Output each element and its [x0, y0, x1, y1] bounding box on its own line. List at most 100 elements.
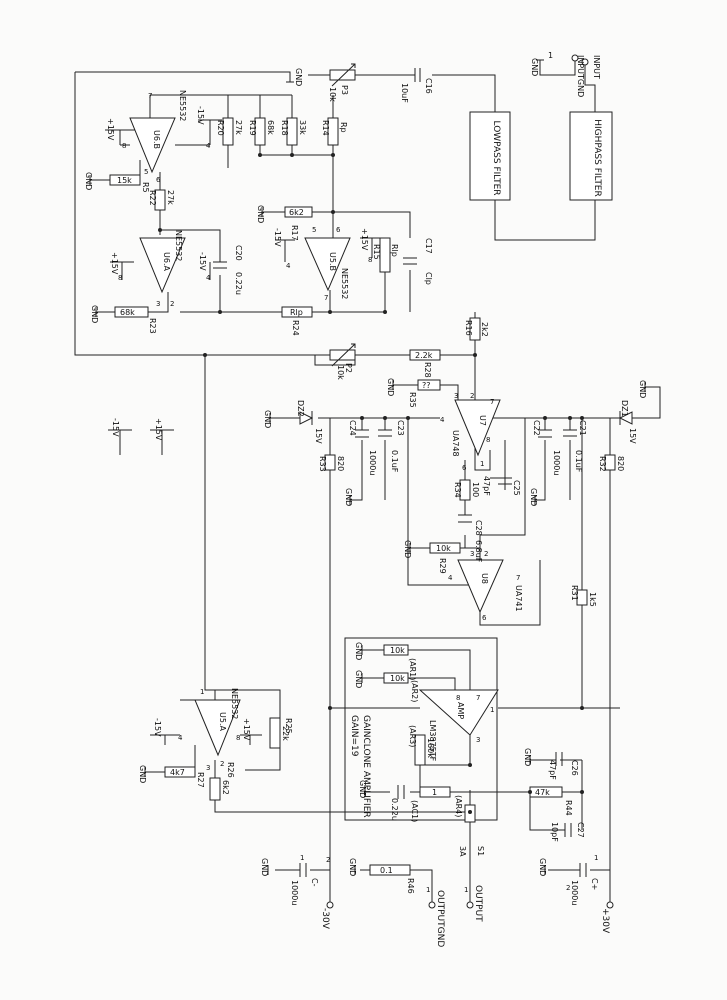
pin-number: 7 [516, 574, 520, 582]
capacitor-c25 [498, 477, 512, 485]
output-gnd-terminal [428, 901, 436, 909]
plus30-terminal [606, 901, 614, 909]
c20-value: 0.22u [234, 272, 243, 295]
r18-label: R18 [280, 120, 289, 136]
r29-label: R29 [438, 558, 447, 574]
gnd-text: GND [263, 410, 272, 428]
r20-value: 27k [234, 120, 243, 135]
gnd-text: GND [260, 858, 269, 876]
capacitor-c22 [538, 429, 552, 438]
resistor-ar1 [383, 644, 409, 656]
cplus-label: C+ [590, 878, 599, 890]
u6a-minus15: -15V [198, 252, 207, 271]
pin-number: 8 [486, 436, 490, 444]
pin-number: 6 [482, 614, 487, 622]
gnd-text: GND [538, 858, 547, 876]
power-plus-icon [150, 429, 174, 455]
pin-number: 3 [476, 736, 480, 744]
r19-label: R19 [248, 120, 257, 136]
input-gnd-terminal [571, 54, 579, 62]
resistor-r20 [222, 117, 234, 146]
opamp-u6b: U6.B NE5532 [129, 90, 187, 174]
resistor-r28 [409, 349, 441, 361]
u6b-part: NE5532 [178, 90, 187, 121]
r31-value: 1k5 [588, 592, 597, 607]
gnd-text: GND [403, 540, 412, 558]
u7-label: U7 [478, 415, 487, 426]
gnd-icon [529, 755, 556, 765]
r46-value: 0.1 [380, 866, 393, 875]
pin-number: 8 [122, 142, 126, 150]
output-terminal [466, 901, 474, 909]
gnd-icon [89, 175, 110, 185]
opamp-u8: U8 UA741 [457, 559, 523, 614]
capacitor-c21 [563, 429, 577, 437]
pin-number: 7 [490, 398, 494, 406]
gainclone-outline [344, 637, 498, 821]
highpass-label: HIGHPASS FILTER [592, 119, 602, 197]
p3-value: 10k [328, 87, 337, 102]
u6b-plus15: +15V [106, 118, 115, 141]
opamp-u6a: U6.A NE5532 [139, 230, 186, 294]
gnd-icon [269, 413, 280, 423]
resistor-r31 [576, 589, 588, 606]
r16-label: R16 [464, 320, 473, 336]
pin-number: 1 [426, 886, 430, 894]
resistor-r15 [379, 237, 391, 273]
u6b-minus15: -15V [196, 106, 205, 125]
resistor-r14 [327, 117, 339, 146]
r23-label: R23 [148, 318, 157, 334]
c23-value: 0.1uF [390, 450, 399, 473]
r27-value: 4k7 [170, 768, 185, 777]
r33-value: 820 [336, 456, 345, 471]
power-plus-icon [110, 261, 134, 280]
input-label: INPUT [592, 55, 601, 79]
gnd-text: GND [90, 305, 99, 323]
pin-numbers: 7 8 4 6 5 8 4 3 2 5 6 4 8 7 3 2 4 7 8 1 … [118, 92, 598, 894]
c28-label: C28 [474, 520, 483, 536]
c27-label: C27 [576, 822, 585, 838]
rail-minus15: -15V [111, 418, 120, 437]
gnd-icon [361, 645, 370, 655]
pin-number: 4 [286, 262, 291, 270]
c26-value: 47pF [548, 760, 557, 780]
highpass-filter-block: HIGHPASS FILTER [569, 111, 613, 201]
c28-value: 6.8uF [474, 540, 483, 563]
pin-number: 3 [156, 300, 160, 308]
r24-label: R24 [291, 320, 300, 336]
pin-number: 7 [148, 92, 152, 100]
gnd-text: GND [344, 488, 353, 506]
capacitor-c16 [414, 68, 421, 82]
pin-number: 1 [200, 688, 204, 696]
r15-value: Rlp [390, 244, 399, 257]
wires [74, 60, 620, 905]
gnd-text: GND [358, 780, 367, 798]
lowpass-label: LOWPASS FILTER [491, 120, 501, 195]
junction-dots [158, 153, 584, 814]
resistor-r24 [281, 306, 313, 318]
pin-number: 2 [220, 760, 224, 768]
gnd-text: GND [523, 748, 532, 766]
r25-label: R25 [284, 718, 293, 734]
r32-value: 820 [616, 456, 625, 471]
gnd-text: GND [354, 642, 363, 660]
gnd-icon [536, 59, 544, 70]
pin-number: 3 [454, 392, 458, 400]
c16-value: 10uF [400, 83, 409, 103]
resistor-r18 [286, 117, 298, 146]
c25-label: C25 [512, 480, 521, 496]
pin-number: 6 [462, 464, 467, 472]
plus30-label: +30V [600, 908, 610, 934]
u8-label: U8 [480, 573, 489, 584]
r32-label: R32 [598, 456, 607, 472]
u5a-minus15: -15V [153, 718, 162, 737]
gnd-icon [409, 543, 430, 553]
r44-value: 47k [535, 788, 550, 797]
s1-label: S1 [476, 846, 485, 856]
r20-label: R20 [216, 120, 225, 136]
dz1-label: DZ1 [620, 400, 629, 417]
rail-plus15: +15V [154, 418, 163, 441]
gnd-icon [361, 673, 370, 683]
c17-label: C17 [424, 238, 433, 254]
